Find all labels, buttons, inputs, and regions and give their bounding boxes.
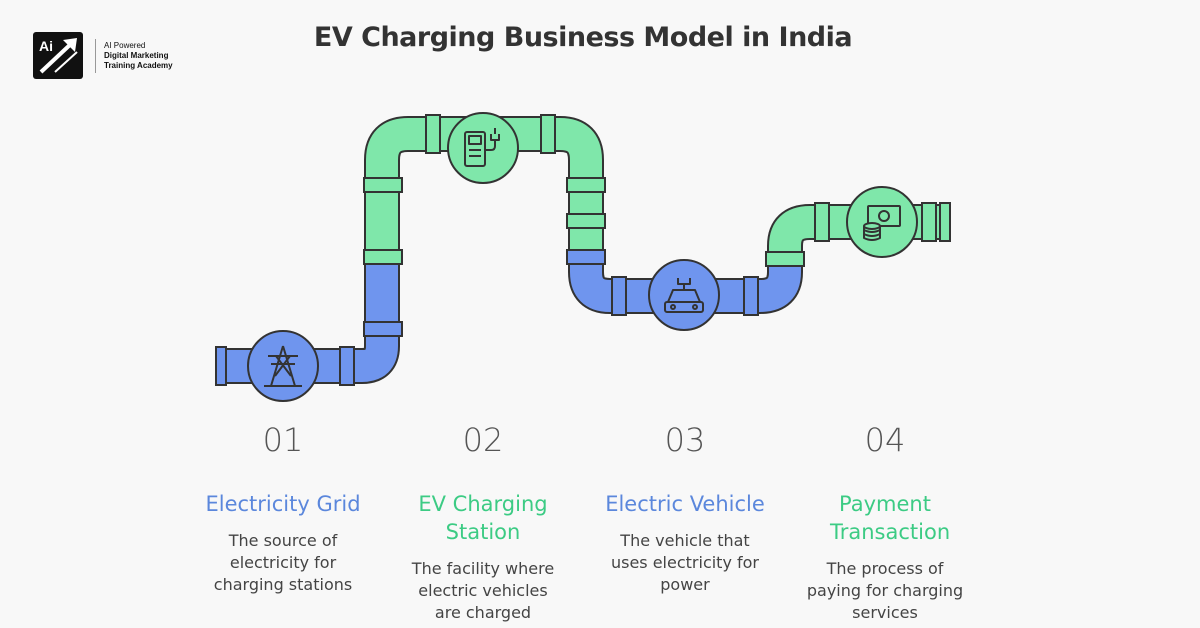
logo-line-2: Digital Marketing — [104, 50, 169, 60]
pipe-segment-payment — [765, 202, 951, 267]
electric-car-icon — [664, 278, 704, 313]
node-ev-charging-station — [447, 112, 519, 184]
page-title: EV Charging Business Model in India — [313, 22, 853, 53]
node-electricity-grid — [247, 330, 319, 402]
step-title: Electricity Grid — [205, 492, 361, 516]
logo-divider — [95, 38, 96, 73]
node-payment-transaction — [846, 186, 918, 258]
power-tower-icon — [264, 345, 302, 387]
logo-line-1: AI Powered — [104, 40, 146, 50]
step-title: EV Charging Station — [418, 492, 548, 544]
step-2: 02 EV Charging Station The facility wher… — [378, 420, 588, 624]
step-description: The facility where electric vehicles are… — [411, 559, 555, 622]
brand-logo: Ai AI Powered Digital Marketing Training… — [33, 32, 173, 79]
node-electric-vehicle — [648, 259, 720, 331]
step-3: 03 Electric Vehicle The vehicle that use… — [580, 420, 790, 596]
logo-text: AI Powered Digital Marketing Training Ac… — [104, 41, 173, 71]
logo-mark-text: Ai — [39, 38, 53, 54]
step-description: The vehicle that uses electricity for po… — [610, 531, 760, 594]
step-4: 04 Payment Transaction The process of pa… — [780, 420, 990, 624]
pipe-segment-grid — [215, 260, 403, 386]
charging-station-icon — [464, 128, 500, 167]
step-1: 01 Electricity Grid The source of electr… — [178, 420, 388, 596]
step-description: The source of electricity for charging s… — [213, 531, 353, 594]
step-description: The process of paying for charging servi… — [806, 559, 964, 622]
step-number: 04 — [864, 421, 906, 459]
step-number: 01 — [262, 421, 304, 459]
arrow-icon — [39, 38, 78, 74]
step-title: Electric Vehicle — [605, 492, 765, 516]
step-title: Payment Transaction — [830, 492, 951, 544]
logo-mark: Ai — [33, 32, 83, 79]
step-number: 03 — [664, 421, 706, 459]
payment-cash-icon — [863, 205, 901, 241]
step-number: 02 — [462, 421, 504, 459]
logo-line-3: Training Academy — [104, 60, 173, 70]
